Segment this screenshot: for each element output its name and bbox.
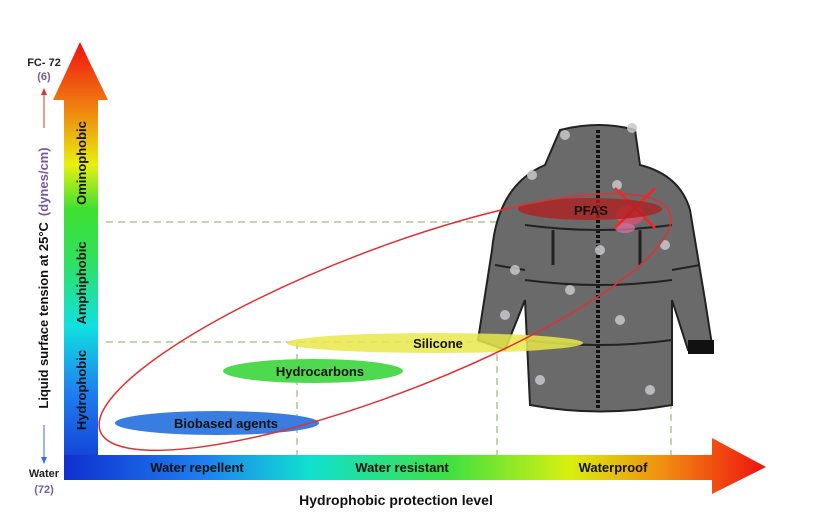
pfas-ellipse <box>518 198 662 220</box>
x-axis-arrow <box>64 438 766 494</box>
hydrocarbons-ellipse <box>223 359 403 383</box>
x-axis-title: Hydrophobic protection level <box>299 492 493 508</box>
zone-water-repellent: Water repellent <box>150 460 244 475</box>
jacket-illustration <box>476 123 714 413</box>
zone-amphiphobic: Amphiphobic <box>74 241 89 324</box>
zone-hydrophobic: Hydrophobic <box>74 350 89 430</box>
y-top-label: FC- 72 <box>27 57 61 69</box>
zone-ominophobic: Ominophobic <box>74 121 89 205</box>
y-axis-title: Liquid surface tension at 25°C(dynes/cm) <box>36 147 51 408</box>
y-bottom-label: Water <box>29 468 60 480</box>
zone-water-resistant: Water resistant <box>355 460 449 475</box>
zone-waterproof: Waterproof <box>579 460 649 475</box>
raindrop-icons <box>500 123 670 395</box>
y-top-value: (6) <box>37 71 51 83</box>
pfas-label: PFAS <box>574 203 608 218</box>
silicone-ellipse <box>287 333 583 353</box>
y-axis-arrow <box>53 42 108 480</box>
silicone-label: Silicone <box>413 336 463 351</box>
y-bottom-value: (72) <box>34 484 54 496</box>
hydrocarbons-label: Hydrocarbons <box>276 364 364 379</box>
highlight-ellipse <box>98 192 672 452</box>
biobased-agents-ellipse <box>115 411 319 435</box>
biobased-agents-label: Biobased agents <box>174 416 278 431</box>
